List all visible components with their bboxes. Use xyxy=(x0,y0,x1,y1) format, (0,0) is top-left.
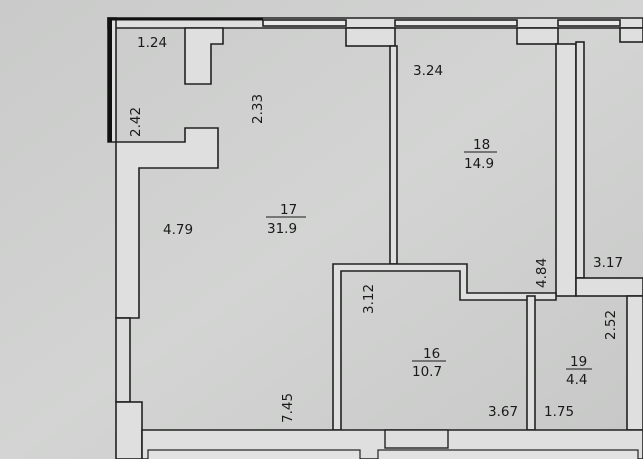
room-18-label: 18 14.9 xyxy=(464,137,497,172)
bottom-door-gap xyxy=(384,429,449,449)
room-17-area: 31.9 xyxy=(267,221,297,237)
room-16-number: 16 xyxy=(423,346,440,362)
left-wall-bottom xyxy=(115,401,143,459)
room-16-area: 10.7 xyxy=(412,364,442,380)
dim-2-33: 2.33 xyxy=(250,94,266,124)
loggia-partition xyxy=(184,27,224,85)
dim-1-75: 1.75 xyxy=(544,404,574,420)
bottom-room-right xyxy=(377,449,639,459)
wall-block-2 xyxy=(516,27,559,45)
dim-3-67: 3.67 xyxy=(488,404,518,420)
dim-2-52: 2.52 xyxy=(603,310,619,340)
far-right-bottom xyxy=(575,277,643,297)
room-18-area: 14.9 xyxy=(464,156,494,172)
top-window-3 xyxy=(557,19,621,27)
wall-block-3 xyxy=(619,27,643,43)
dim-1-24: 1.24 xyxy=(137,35,167,51)
room-18-number: 18 xyxy=(473,137,490,153)
partition-16-19 xyxy=(526,295,536,431)
room-19-area: 4.4 xyxy=(566,372,587,388)
dim-3-24: 3.24 xyxy=(413,63,443,79)
wall-block-1 xyxy=(345,27,396,47)
room-19-label: 19 4.4 xyxy=(566,354,592,388)
partition-17-18 xyxy=(389,45,398,265)
room-17-number: 17 xyxy=(280,202,297,218)
left-wall-lower xyxy=(115,317,131,403)
dim-4-84: 4.84 xyxy=(534,258,550,288)
top-window-2 xyxy=(394,19,518,27)
dim-2-42: 2.42 xyxy=(128,107,144,137)
dim-3-12: 3.12 xyxy=(361,284,377,314)
room-16-label: 16 10.7 xyxy=(412,346,446,380)
room-19-number: 19 xyxy=(570,354,587,370)
top-window-1 xyxy=(262,19,347,27)
dim-4-79: 4.79 xyxy=(163,222,193,238)
far-right-wall xyxy=(575,41,585,279)
dim-3-17: 3.17 xyxy=(593,255,623,271)
dim-7-45: 7.45 xyxy=(280,393,296,423)
bottom-room-left xyxy=(147,449,361,459)
right-wall-19 xyxy=(626,295,643,431)
left-column xyxy=(115,127,219,319)
room-17-label: 17 31.9 xyxy=(266,202,306,237)
right-wall-18 xyxy=(555,43,577,297)
